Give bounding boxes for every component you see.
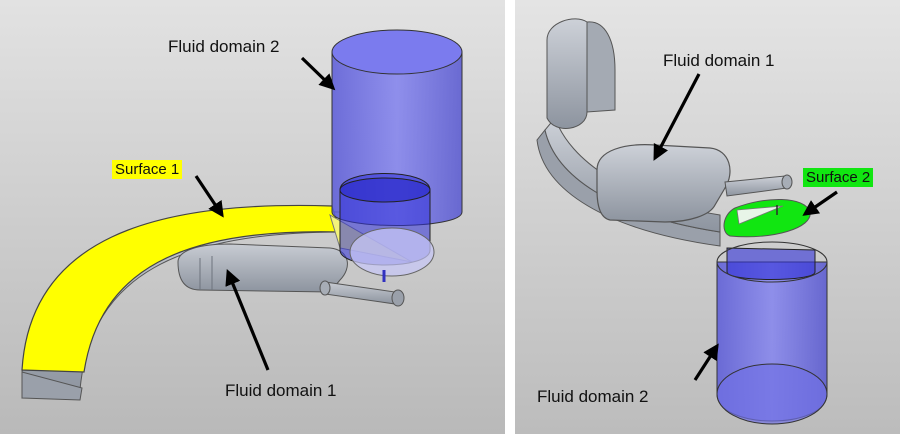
pipe-cap: [391, 289, 405, 307]
pipe-end: [781, 174, 793, 190]
channel-end-face: [21, 371, 83, 401]
arrow-surface-1: [194, 175, 224, 218]
label-fluid-domain-2: Fluid domain 2: [537, 387, 649, 406]
arrow-fluid-domain-1: [225, 269, 270, 371]
left-view-drawing: [0, 0, 505, 434]
label-fluid-domain-1: Fluid domain 1: [663, 51, 775, 70]
channel-end-side: [586, 21, 616, 113]
channel-end-block: [546, 18, 588, 129]
right-view-drawing: [515, 0, 900, 434]
outlet-disk: [349, 227, 435, 277]
cylinder-top-edge: [716, 241, 828, 283]
arrow-fluid-domain-2: [300, 56, 336, 91]
surface-2-shape: [723, 199, 811, 238]
fluid-domain-2-top-face: [331, 29, 463, 75]
label-fluid-domain-2: Fluid domain 2: [168, 37, 280, 56]
label-surface-2: Surface 2: [803, 168, 874, 187]
left-view-panel: Fluid domain 2 Surface 1 Fluid domain 1: [0, 0, 505, 434]
surface-2-wedge: [736, 205, 784, 225]
fluid-domain-1-shape: [177, 243, 348, 293]
pocket-top: [339, 177, 431, 203]
fluid-domain-1-edge: [199, 256, 213, 290]
label-surface-1: Surface 1: [112, 160, 183, 179]
fluid-domain-2-pocket: [726, 247, 816, 280]
right-view-panel: Fluid domain 1 Surface 2 Fluid domain 2: [515, 0, 900, 434]
fluid-domain-2-bottom-face: [716, 363, 828, 425]
arrow-fluid-domain-2: [693, 343, 719, 381]
label-fluid-domain-1: Fluid domain 1: [225, 381, 337, 400]
pipe-end: [319, 280, 331, 296]
fluid-domain-1-shape: [596, 144, 731, 223]
arrow-surface-2: [802, 190, 838, 216]
arrow-fluid-domain-1: [653, 73, 701, 161]
